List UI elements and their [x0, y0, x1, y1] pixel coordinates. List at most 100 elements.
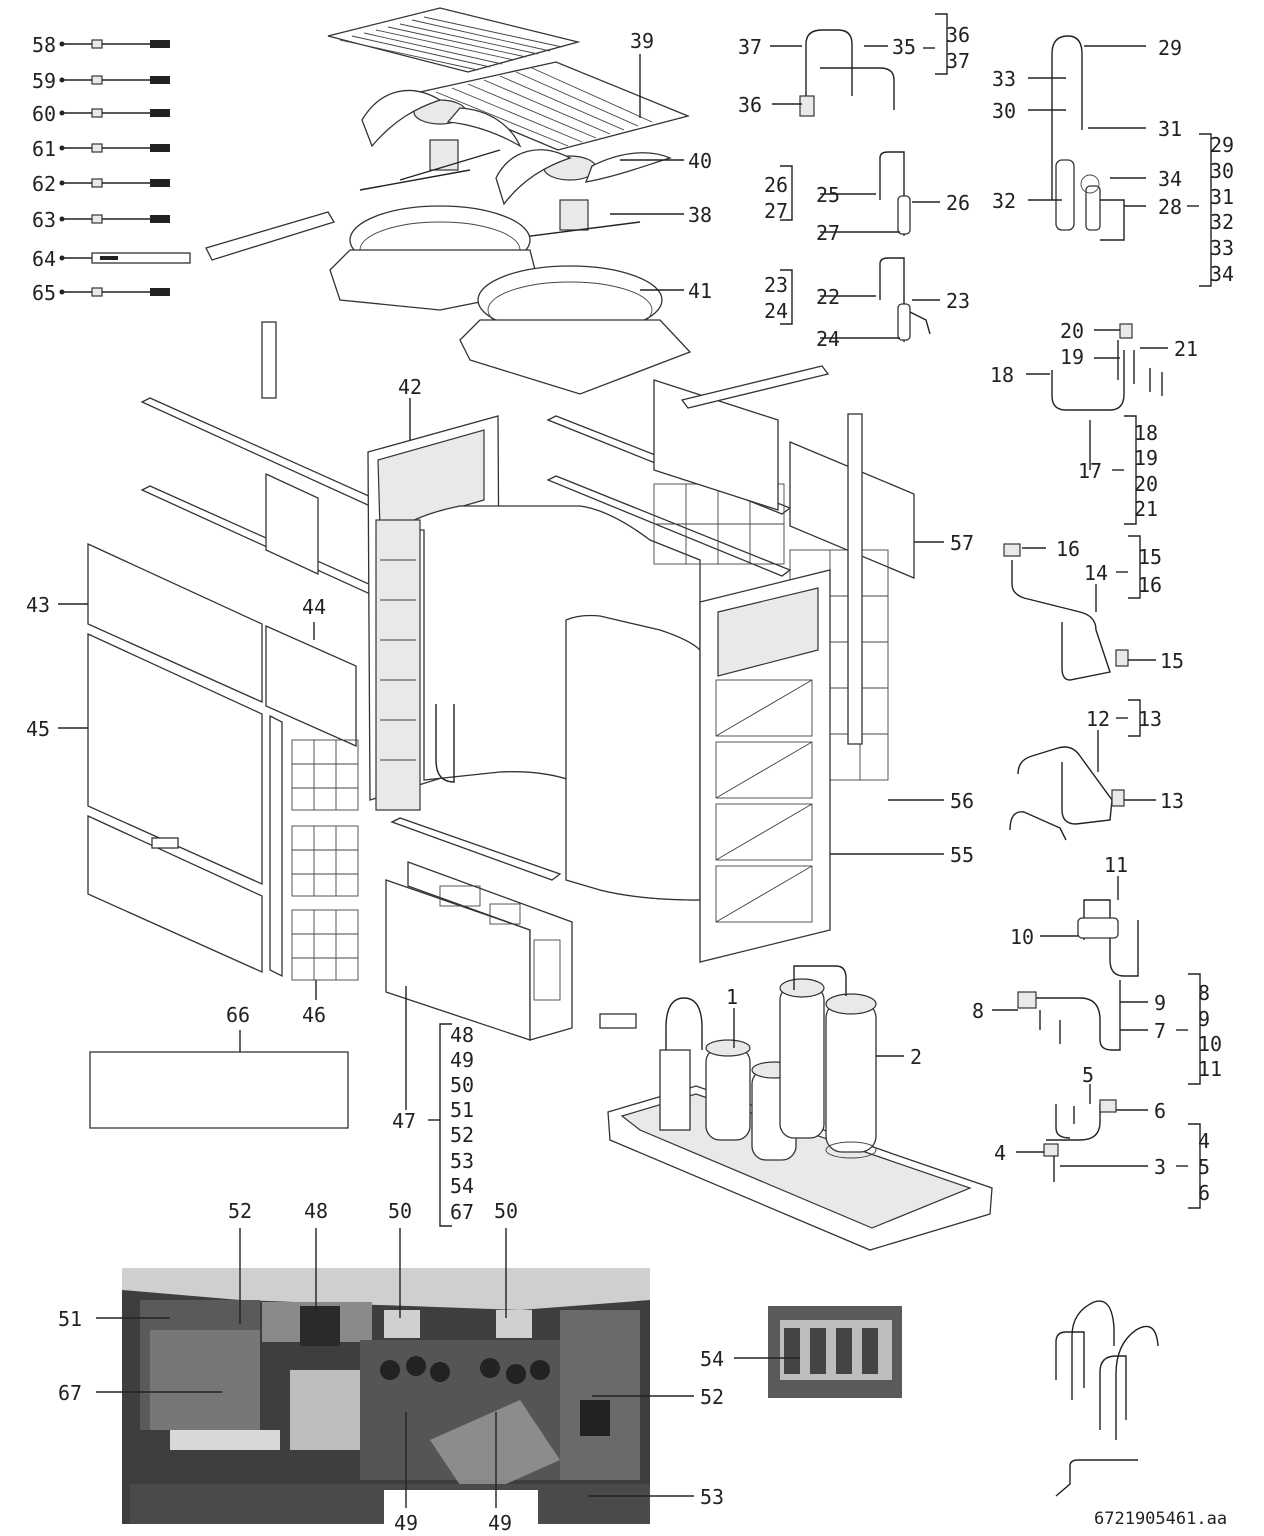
callout-19: 19: [1060, 345, 1084, 369]
callout-66: 66: [226, 1003, 250, 1027]
callout-10: 10: [1010, 925, 1034, 949]
callout-56: 56: [950, 789, 974, 813]
callout-40: 40: [688, 149, 712, 173]
callout-62: 62: [32, 172, 56, 196]
callout-4: 4: [994, 1141, 1006, 1165]
callout-34: 34: [1158, 167, 1182, 191]
callout-6: 6: [1154, 1099, 1166, 1123]
callout-35: 35: [892, 35, 916, 59]
callout-25: 25: [816, 183, 840, 207]
photo-callout-51: 51: [58, 1307, 82, 1331]
callout-58: 58: [32, 33, 56, 57]
callout-24: 24: [816, 327, 840, 351]
callout-23: 23: [946, 289, 970, 313]
group-28-item-30: 30: [1210, 159, 1234, 183]
callout-3: 3: [1154, 1155, 1166, 1179]
callout-47: 47: [392, 1109, 416, 1133]
cabinet-panels: [87, 321, 915, 1041]
callout-38: 38: [688, 203, 712, 227]
screw-59: [59, 75, 170, 85]
group-14-item-15: 15: [1138, 545, 1162, 569]
label-box-66: [89, 1051, 349, 1129]
group-7-item-9: 9: [1198, 1007, 1210, 1031]
photo-callout-50-left: 50: [388, 1199, 412, 1223]
callout-7: 7: [1154, 1019, 1166, 1043]
group-28-item-29: 29: [1210, 133, 1234, 157]
callout-11: 11: [1104, 853, 1128, 877]
fastener-list: [59, 39, 191, 297]
photo-callout-49-right: 49: [488, 1511, 512, 1535]
group-17-item-19: 19: [1134, 446, 1158, 470]
terminal-block-photo: [768, 1306, 902, 1398]
callout-18: 18: [990, 363, 1014, 387]
base-compressors: [607, 965, 993, 1251]
callout-60: 60: [32, 102, 56, 126]
pipe-assemblies: [799, 29, 1163, 1182]
spare-pipes: [1055, 1300, 1159, 1497]
leader-lines: [58, 45, 1168, 1508]
screw-58: [59, 39, 170, 49]
fan-assembly: [205, 7, 692, 395]
group-47-item-51: 51: [450, 1098, 474, 1122]
callout-45: 45: [26, 717, 50, 741]
group-brackets: [428, 13, 1212, 1227]
callout-43: 43: [26, 593, 50, 617]
callout-17: 17: [1078, 459, 1102, 483]
callout-21: 21: [1174, 337, 1198, 361]
group-47-item-67: 67: [450, 1200, 474, 1224]
callout-46: 46: [302, 1003, 326, 1027]
callout-5: 5: [1082, 1063, 1094, 1087]
callout-55: 55: [950, 843, 974, 867]
callout-42: 42: [398, 375, 422, 399]
group-7-item-8: 8: [1198, 981, 1210, 1005]
callout-31: 31: [1158, 117, 1182, 141]
screw-61: [59, 143, 170, 153]
group-47-item-54: 54: [450, 1174, 474, 1198]
callout-labels: 58 59 60 61 62 63 64 65 39 40 38 41 37 3…: [26, 23, 1234, 1535]
group-17-item-21: 21: [1134, 497, 1158, 521]
callout-16: 16: [1056, 537, 1080, 561]
group-14-item-16: 16: [1138, 573, 1162, 597]
callout-41: 41: [688, 279, 712, 303]
callout-32: 32: [992, 189, 1016, 213]
photo-callout-54: 54: [700, 1347, 724, 1371]
group-35-item-37: 37: [946, 49, 970, 73]
group-17-item-20: 20: [1134, 472, 1158, 496]
group-12-item-13: 13: [1138, 707, 1162, 731]
photo-callout-49-left: 49: [394, 1511, 418, 1535]
bracket-64: [59, 252, 191, 264]
screw-65: [59, 287, 170, 297]
callout-29: 29: [1158, 36, 1182, 60]
photo-callout-53: 53: [700, 1485, 724, 1509]
group-47-item-49: 49: [450, 1048, 474, 1072]
callout-59: 59: [32, 69, 56, 93]
group-47-item-48: 48: [450, 1023, 474, 1047]
group-35-item-36: 36: [946, 23, 970, 47]
photo-callout-52-right: 52: [700, 1385, 724, 1409]
callout-30: 30: [992, 99, 1016, 123]
callout-9: 9: [1154, 991, 1166, 1015]
group-25-item-26: 26: [764, 173, 788, 197]
group-47-item-52: 52: [450, 1123, 474, 1147]
group-3-item-6: 6: [1198, 1181, 1210, 1205]
callout-44: 44: [302, 595, 326, 619]
callout-65: 65: [32, 281, 56, 305]
callout-37: 37: [738, 35, 762, 59]
accumulator-2: [779, 978, 877, 1159]
photo-callout-50-right: 50: [494, 1199, 518, 1223]
callout-63: 63: [32, 208, 56, 232]
group-25-item-27: 27: [764, 199, 788, 223]
group-3-item-5: 5: [1198, 1155, 1210, 1179]
group-7-item-10: 10: [1198, 1032, 1222, 1056]
callout-39: 39: [630, 29, 654, 53]
group-22-item-24: 24: [764, 299, 788, 323]
callout-8: 8: [972, 999, 984, 1023]
group-47-item-53: 53: [450, 1149, 474, 1173]
group-3-item-4: 4: [1198, 1129, 1210, 1153]
callout-2: 2: [910, 1045, 922, 1069]
group-17-item-18: 18: [1134, 421, 1158, 445]
screw-63: [59, 214, 170, 224]
screw-60: [59, 108, 170, 118]
